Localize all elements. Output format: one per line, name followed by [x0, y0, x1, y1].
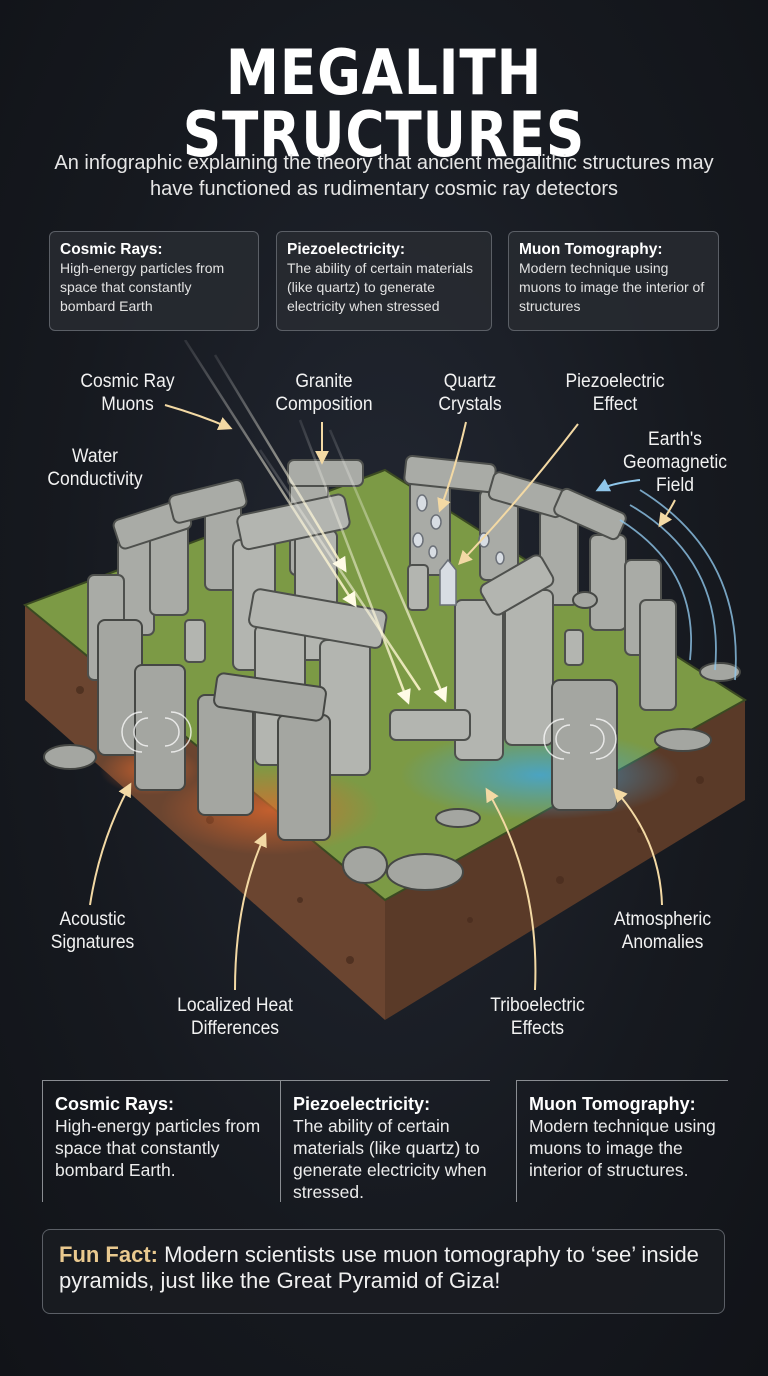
fun-fact-text: Modern scientists use muon tomography to… — [59, 1242, 699, 1293]
fun-fact-box: Fun Fact: Modern scientists use muon tom… — [42, 1229, 725, 1314]
top-card-heading: Piezoelectricity: — [287, 241, 406, 258]
fun-fact-label: Fun Fact: — [59, 1242, 158, 1267]
bottom-card-muon-tomography: Muon Tomography: Modern technique using … — [516, 1080, 728, 1202]
label-acoustic-signatures: Acoustic Signatures — [50, 909, 135, 953]
label-piezoelectric-effect: Piezoelectric Effect — [565, 371, 665, 415]
top-card-muon-tomography: Muon Tomography: Modern technique using … — [508, 231, 719, 331]
page-subtitle: An infographic explaining the theory tha… — [54, 152, 714, 200]
label-quartz-crystals: Quartz Crystals — [438, 371, 502, 415]
label-geomagnetic-field: Earth's Geomagnetic Field — [623, 429, 727, 496]
label-water-conductivity: Water Conductivity — [47, 446, 143, 490]
quartz-crystals — [412, 494, 505, 606]
bottom-card-text: High-energy particles from space that co… — [55, 1116, 261, 1180]
label-triboelectric-effects: Triboelectric Effects — [490, 995, 585, 1039]
label-granite-composition: Granite Composition — [275, 371, 373, 415]
label-cosmic-ray-muons: Cosmic Ray Muons — [80, 371, 175, 415]
bottom-card-cosmic-rays: Cosmic Rays: High-energy particles from … — [42, 1080, 280, 1202]
page-title: MEGALITH STRUCTURES — [182, 36, 586, 171]
label-localized-heat: Localized Heat Differences — [177, 995, 293, 1039]
geomagnetic-field-lines — [619, 489, 737, 681]
cosmic-ray-streaks — [183, 340, 448, 705]
bottom-card-heading: Piezoelectricity: — [293, 1094, 431, 1114]
label-atmospheric-anomalies: Atmospheric Anomalies — [613, 909, 712, 953]
top-card-heading: Cosmic Rays: — [60, 241, 163, 258]
bottom-card-text: The ability of certain materials (like q… — [293, 1116, 487, 1202]
front-stones — [43, 591, 741, 891]
bottom-card-heading: Muon Tomography: — [529, 1094, 696, 1114]
stone-circle-illustration — [23, 340, 747, 1020]
top-card-text: Modern technique using muons to image th… — [519, 260, 705, 314]
bottom-card-text: Modern technique using muons to image th… — [529, 1116, 716, 1180]
acoustic-ripples — [121, 711, 617, 760]
top-card-piezoelectricity: Piezoelectricity: The ability of certain… — [276, 231, 492, 331]
top-card-text: The ability of certain materials (like q… — [287, 260, 473, 314]
top-card-heading: Muon Tomography: — [519, 241, 663, 258]
bottom-card-heading: Cosmic Rays: — [55, 1094, 175, 1114]
callout-arrows — [89, 404, 676, 991]
bottom-card-piezoelectricity: Piezoelectricity: The ability of certain… — [280, 1080, 490, 1202]
top-card-cosmic-rays: Cosmic Rays: High-energy particles from … — [49, 231, 259, 331]
top-card-text: High-energy particles from space that co… — [60, 260, 225, 314]
